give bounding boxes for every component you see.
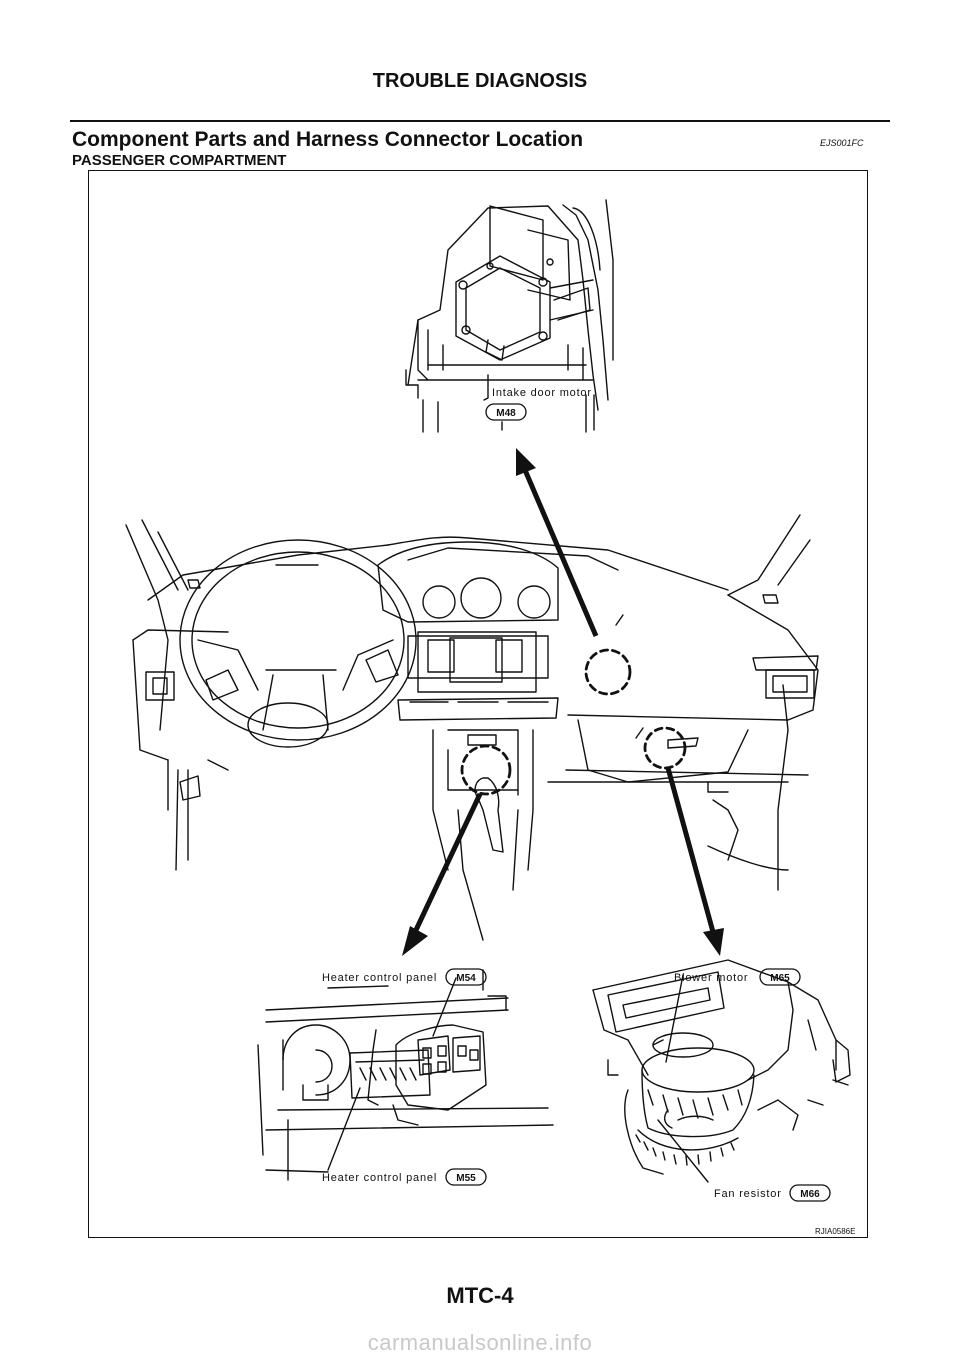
dashboard-illustration <box>125 514 819 941</box>
connector-id: M66 <box>800 1189 820 1200</box>
blower-motor-location-marker <box>643 726 687 770</box>
section-header: TROUBLE DIAGNOSIS <box>372 70 588 92</box>
title-code: EJS001FC <box>820 138 864 148</box>
intake-door-motor-location-marker <box>584 648 632 696</box>
blower-and-fan-leaders <box>657 974 709 1183</box>
heater-control-panel-location-marker <box>460 744 512 796</box>
arrow-head <box>516 448 536 476</box>
blower-motor-illustration <box>592 959 851 1175</box>
connector-badge <box>759 968 801 986</box>
callout-label: Heater control panel <box>322 972 437 984</box>
component-location-diagram: Intake door motor M48 Heater control pan… <box>125 199 851 1202</box>
arrow-to-blower-motor <box>665 767 716 933</box>
callout-heater-control-panel-m54: Heater control panel M54 <box>322 968 487 986</box>
intake-door-motor-leader <box>483 374 503 431</box>
intake-door-motor-illustration <box>405 199 614 433</box>
callout-blower-motor: Blower motor M65 <box>674 968 801 986</box>
location-arrows <box>402 448 724 956</box>
page-subtitle: PASSENGER COMPARTMENT <box>72 152 287 169</box>
callout-fan-resistor: Fan resistor M66 <box>714 1184 831 1202</box>
connector-badge <box>445 1168 487 1186</box>
callout-label: Intake door motor <box>492 387 592 399</box>
heater-control-panel-illustration <box>257 969 554 1181</box>
arrow-head <box>703 928 724 956</box>
connector-id: M54 <box>456 973 476 984</box>
callout-intake-door-motor: Intake door motor M48 <box>485 387 592 421</box>
figure-frame <box>88 170 868 1238</box>
connector-badge <box>789 1184 831 1202</box>
connector-id: M48 <box>496 408 516 419</box>
connector-id: M55 <box>456 1173 476 1184</box>
arrow-head <box>402 926 428 956</box>
arrow-to-intake-door-motor <box>522 469 599 637</box>
connector-badge <box>445 968 487 986</box>
location-markers <box>460 648 687 796</box>
page-title: Component Parts and Harness Connector Lo… <box>72 128 584 151</box>
figure-reference-id: RJIA0586E <box>815 1227 856 1236</box>
callout-label: Blower motor <box>674 972 748 984</box>
watermark: carmanualsonline.info <box>367 1330 593 1355</box>
page-number: MTC-4 <box>446 1283 514 1308</box>
callout-label: Heater control panel <box>322 1172 437 1184</box>
connector-id: M65 <box>770 973 790 984</box>
arrow-to-heater-control-panel <box>413 792 483 932</box>
header-rule <box>70 120 890 122</box>
callout-label: Fan resistor <box>714 1188 782 1200</box>
connector-badge <box>485 403 527 421</box>
heater-control-panel-leaders <box>327 977 457 1171</box>
callout-heater-control-panel-m55: Heater control panel M55 <box>322 1168 487 1186</box>
